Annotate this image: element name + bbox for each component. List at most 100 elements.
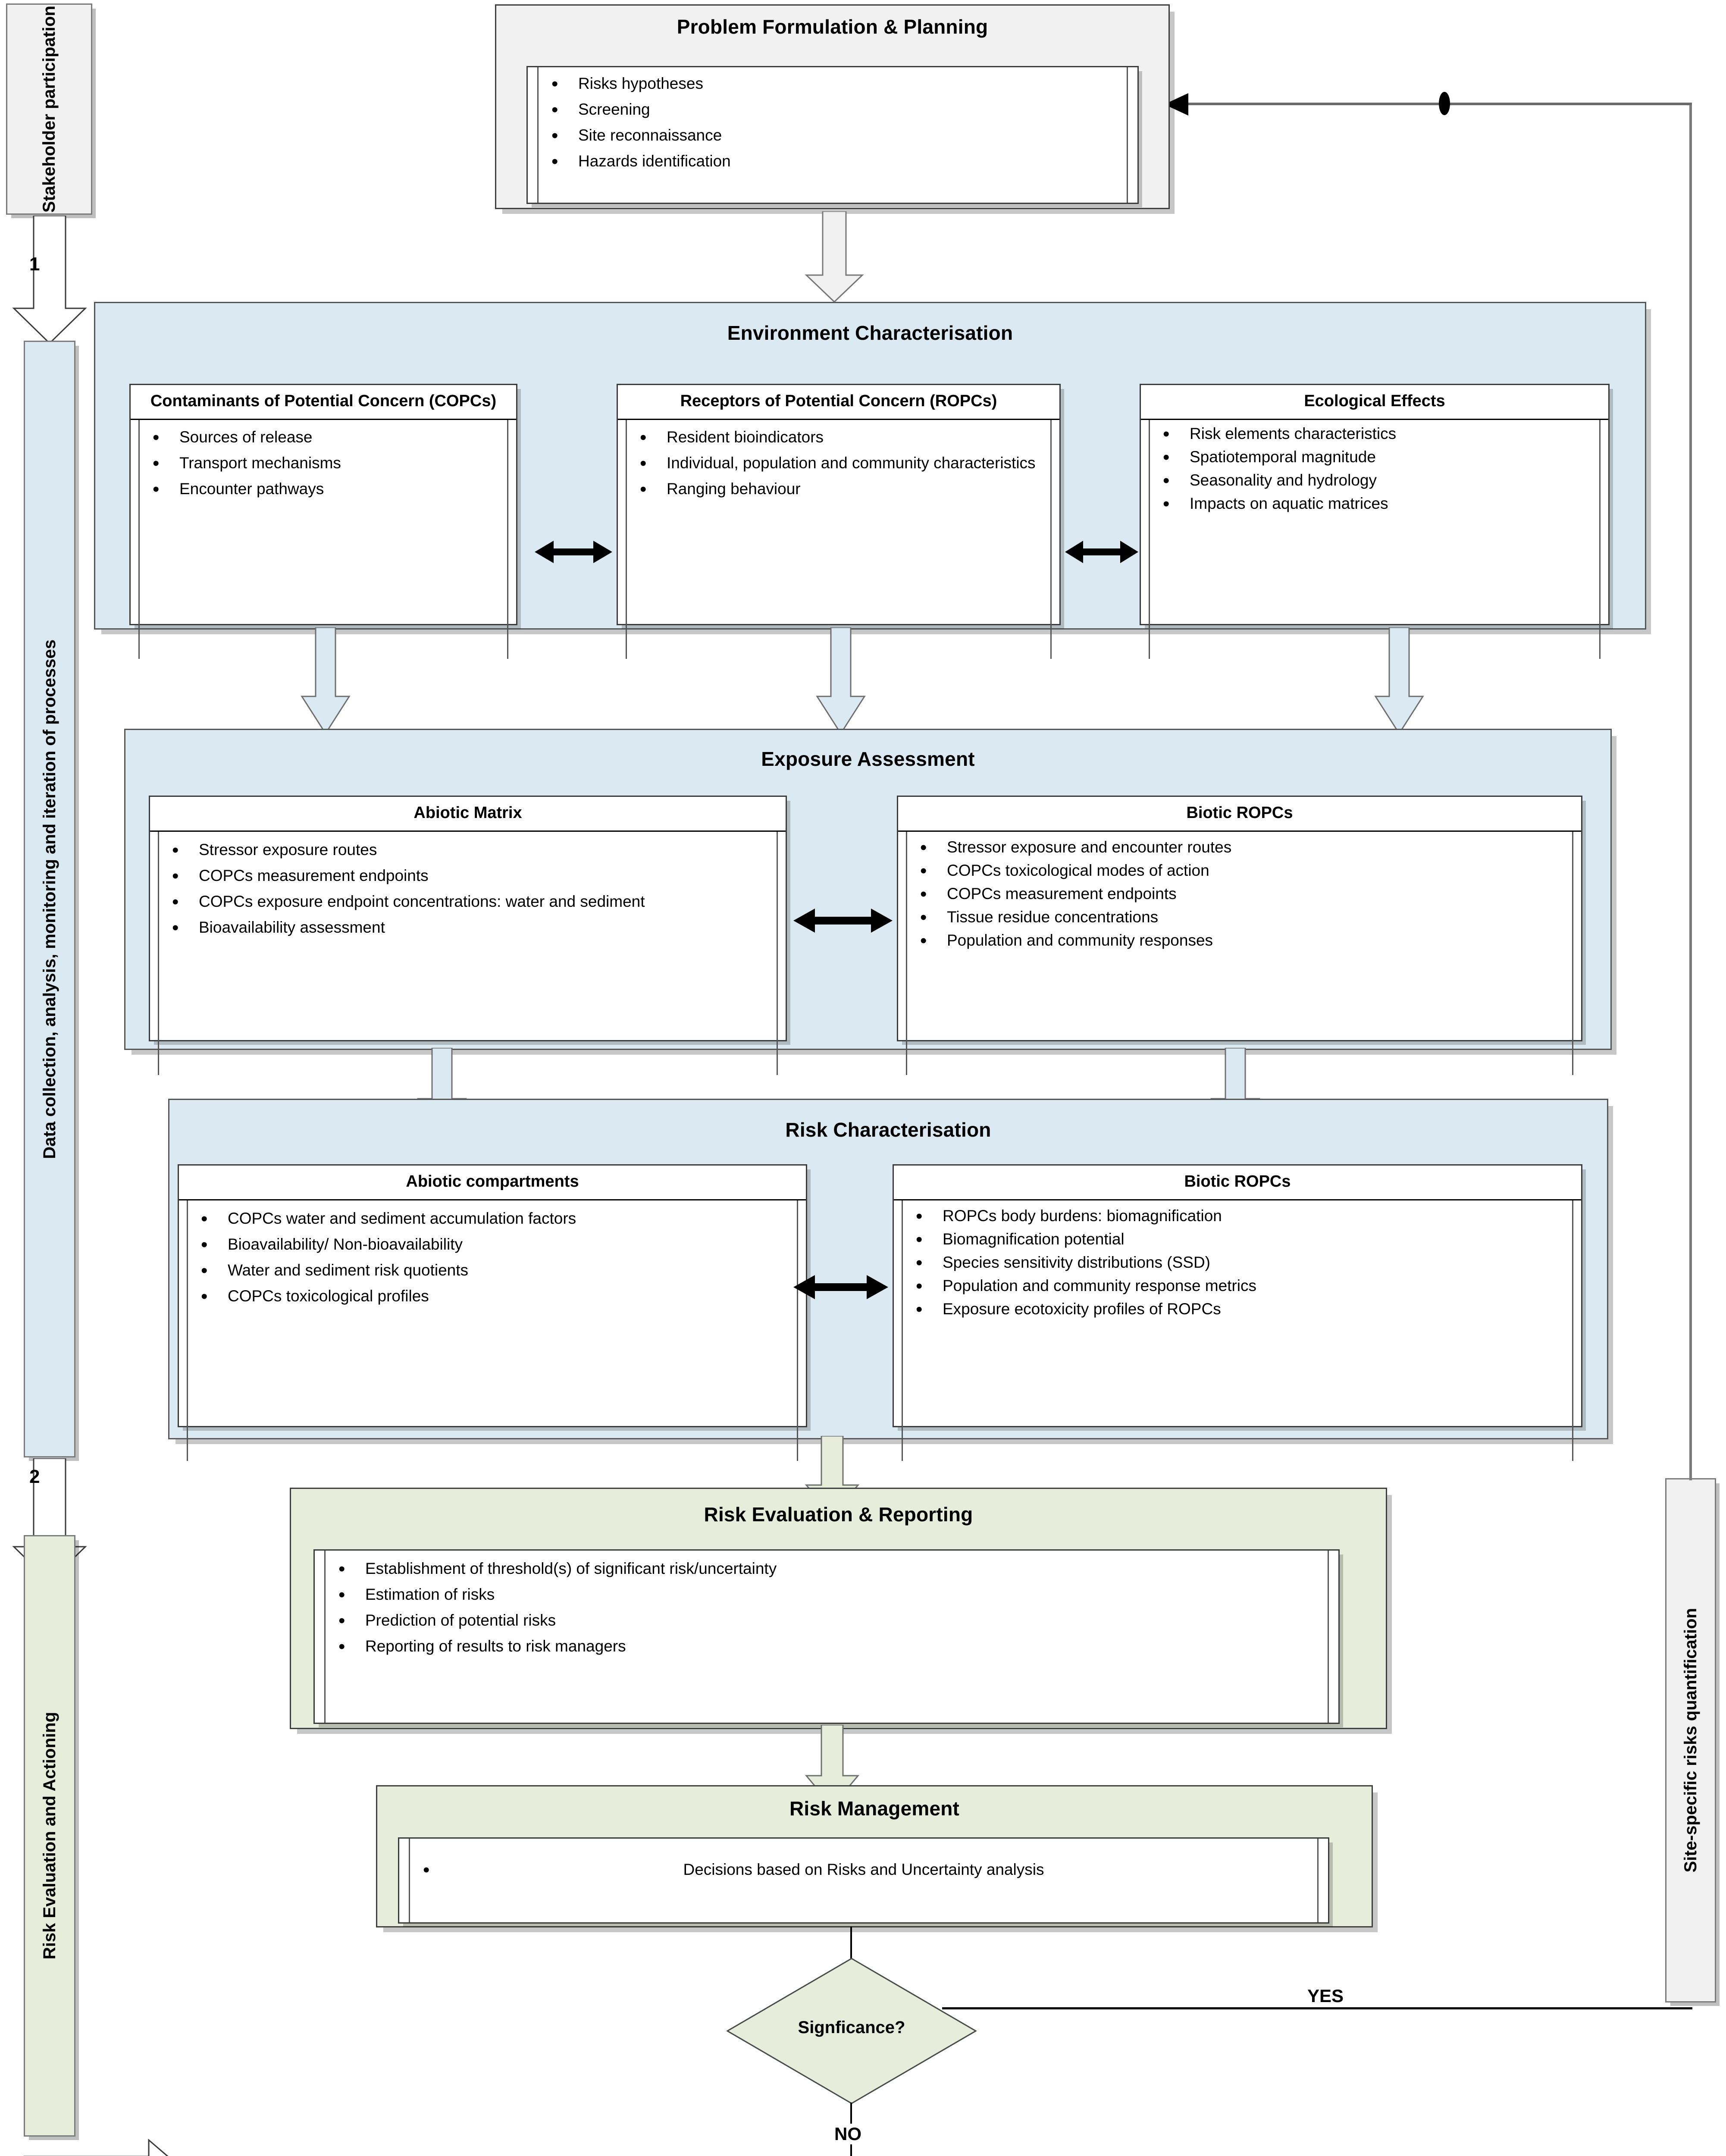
panel-ropcs-list: Resident bioindicators Individual, popul… <box>635 425 1043 501</box>
panel-abiotic-compartments: Abiotic compartments COPCs water and sed… <box>178 1164 807 1461</box>
risk-characterisation-title: Risk Characterisation <box>785 1119 991 1141</box>
panel-biotic-ropcs-riskchar-title: Biotic ROPCs <box>894 1166 1581 1200</box>
sidebar-stakeholder-participation: Stakeholder participation <box>6 3 92 215</box>
yes-connector-line <box>942 2007 1692 2009</box>
stage-number-1: 1 <box>29 254 40 275</box>
panel-biotic-ropcs-exposure-list: Stressor exposure and encounter routes C… <box>915 835 1564 953</box>
panel-copcs-list: Sources of release Transport mechanisms … <box>147 425 499 501</box>
list-item: COPCs measurement endpoints <box>167 864 769 888</box>
list-item: Reporting of results to risk managers <box>333 1634 1320 1659</box>
list-item: Spatiotemporal magnitude <box>1158 445 1591 470</box>
panel-ecological-effects-list: Risk elements characteristics Spatiotemp… <box>1158 421 1591 516</box>
risk-evaluation-reporting-title: Risk Evaluation & Reporting <box>704 1503 973 1526</box>
list-item: COPCs toxicological profiles <box>196 1284 789 1309</box>
panel-copcs: Contaminants of Potential Concern (COPCs… <box>129 384 517 659</box>
list-item: Risks hypotheses <box>546 72 1119 96</box>
environment-characterisation-title: Environment Characterisation <box>727 322 1013 344</box>
panel-abiotic-compartments-list: COPCs water and sediment accumulation fa… <box>196 1206 789 1309</box>
list-item: COPCs measurement endpoints <box>915 882 1564 906</box>
stage-number-2: 2 <box>29 1466 40 1487</box>
problem-formulation-items-box: Risks hypotheses Screening Site reconnai… <box>526 66 1139 204</box>
list-item: Bioavailability/ Non-bioavailability <box>196 1232 789 1257</box>
list-item: ROPCs body burdens: biomagnification <box>911 1203 1564 1228</box>
list-item: Decisions based on Risks and Uncertainty… <box>418 1858 1309 1882</box>
list-item: Exposure ecotoxicity profiles of ROPCs <box>911 1297 1564 1322</box>
panel-biotic-ropcs-riskchar: Biotic ROPCs ROPCs body burdens: biomagn… <box>893 1164 1582 1461</box>
list-item: Tissue residue concentrations <box>915 905 1564 930</box>
double-arrow-ropcs-ecoeffects-icon <box>1065 541 1138 563</box>
problem-formulation-title: Problem Formulation & Planning <box>677 16 988 38</box>
risk-evaluation-list: Establishment of threshold(s) of signifi… <box>333 1557 1320 1659</box>
list-item: Screening <box>546 97 1119 122</box>
arrow-ecoeffects-to-exposure <box>1374 627 1424 735</box>
list-item: Bioavailability assessment <box>167 915 769 940</box>
feedback-line-vertical <box>1689 103 1692 1480</box>
double-arrow-copcs-ropcs-icon <box>535 541 612 563</box>
problem-formulation-panel: Problem Formulation & Planning Risks hyp… <box>495 4 1170 209</box>
list-item: Stressor exposure and encounter routes <box>915 835 1564 859</box>
list-item: Individual, population and community cha… <box>635 451 1043 476</box>
panel-ecological-effects-title: Ecological Effects <box>1141 385 1608 420</box>
risk-management-panel: Risk Management Decisions based on Risks… <box>376 1785 1373 1927</box>
risk-management-items-box: Decisions based on Risks and Uncertainty… <box>398 1837 1329 1924</box>
arrow-problem-to-environment <box>805 211 864 303</box>
list-item: Species sensitivity distributions (SSD) <box>911 1250 1564 1275</box>
panel-abiotic-matrix-list: Stressor exposure routes COPCs measureme… <box>167 837 769 940</box>
list-item: Transport mechanisms <box>147 451 499 476</box>
list-item: Seasonality and hydrology <box>1158 468 1591 493</box>
yes-branch-label: YES <box>1302 1986 1349 2006</box>
list-item: Water and sediment risk quotients <box>196 1258 789 1283</box>
list-item: COPCs water and sediment accumulation fa… <box>196 1206 789 1231</box>
list-item: Hazards identification <box>546 149 1119 174</box>
risk-management-title: Risk Management <box>789 1797 960 1820</box>
panel-abiotic-matrix-title: Abiotic Matrix <box>150 797 786 832</box>
panel-abiotic-matrix: Abiotic Matrix Stressor exposure routes … <box>149 796 787 1075</box>
list-item: Resident bioindicators <box>635 425 1043 449</box>
feedback-dot-icon <box>1439 92 1450 115</box>
panel-ecological-effects: Ecological Effects Risk elements charact… <box>1140 384 1610 659</box>
significance-decision-label: Signficance? <box>798 2018 905 2037</box>
list-item: Establishment of threshold(s) of signifi… <box>333 1557 1320 1581</box>
stage-arrow-3 <box>24 2138 169 2156</box>
list-item: Estimation of risks <box>333 1583 1320 1607</box>
double-arrow-abiotic-biotic-riskchar-icon <box>793 1275 888 1299</box>
list-item: Ranging behaviour <box>635 477 1043 501</box>
sidebar-data-collection-label: Data collection, analysis, monitoring an… <box>40 639 59 1159</box>
no-branch-label: NO <box>830 2124 866 2144</box>
panel-biotic-ropcs-exposure-title: Biotic ROPCs <box>898 797 1581 832</box>
panel-ropcs: Receptors of Potential Concern (ROPCs) R… <box>617 384 1061 659</box>
risk-management-list: Decisions based on Risks and Uncertainty… <box>418 1858 1309 1882</box>
feedback-line-horizontal <box>1181 103 1692 105</box>
risk-evaluation-reporting-panel: Risk Evaluation & Reporting Establishmen… <box>290 1488 1387 1729</box>
list-item: Prediction of potential risks <box>333 1608 1320 1633</box>
arrow-ropcs-to-exposure <box>816 627 866 735</box>
list-item: Encounter pathways <box>147 477 499 501</box>
arrow-copcs-to-exposure <box>301 627 351 735</box>
list-item: Stressor exposure routes <box>167 837 769 862</box>
stage-arrow-1 <box>12 216 87 345</box>
list-item: Biomagnification potential <box>911 1227 1564 1252</box>
list-item: Population and community response metric… <box>911 1274 1564 1298</box>
sidebar-risk-evaluation-label: Risk Evaluation and Actioning <box>40 1712 59 1960</box>
list-item: Sources of release <box>147 425 499 449</box>
panel-copcs-title: Contaminants of Potential Concern (COPCs… <box>131 385 516 420</box>
list-item: Site reconnaissance <box>546 123 1119 148</box>
panel-biotic-ropcs-exposure: Biotic ROPCs Stressor exposure and encou… <box>897 796 1582 1075</box>
list-item: COPCs exposure endpoint concentrations: … <box>167 890 769 914</box>
problem-formulation-list: Risks hypotheses Screening Site reconnai… <box>546 72 1119 174</box>
panel-ropcs-title: Receptors of Potential Concern (ROPCs) <box>618 385 1059 420</box>
sidebar-data-collection: Data collection, analysis, monitoring an… <box>24 341 75 1457</box>
risk-evaluation-items-box: Establishment of threshold(s) of signifi… <box>313 1549 1340 1724</box>
panel-abiotic-compartments-title: Abiotic compartments <box>179 1166 806 1200</box>
feedback-arrowhead-icon <box>1164 93 1188 116</box>
panel-biotic-ropcs-riskchar-list: ROPCs body burdens: biomagnification Bio… <box>911 1203 1564 1322</box>
sidebar-site-specific-label: Site-specific risks quantification <box>1681 1608 1700 1873</box>
list-item: COPCs toxicological modes of action <box>915 859 1564 883</box>
list-item: Population and community responses <box>915 928 1564 953</box>
exposure-assessment-title: Exposure Assessment <box>761 748 975 770</box>
double-arrow-abiotic-biotic-exposure-icon <box>793 909 893 933</box>
list-item: Impacts on aquatic matrices <box>1158 492 1591 516</box>
sidebar-site-specific-risks: Site-specific risks quantification <box>1665 1478 1716 2002</box>
sidebar-risk-evaluation-actioning: Risk Evaluation and Actioning <box>24 1535 75 2137</box>
